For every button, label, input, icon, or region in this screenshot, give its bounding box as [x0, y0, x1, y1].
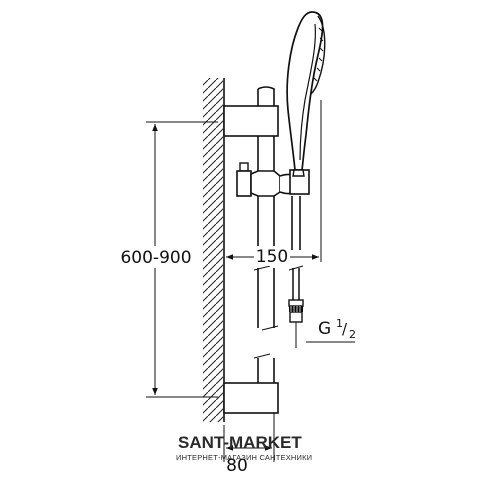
hand-shower-body — [286, 11, 324, 171]
shower-hose — [288, 196, 304, 300]
hand-shower-inner-line — [299, 23, 316, 161]
thread-letter: G — [318, 319, 331, 339]
thread-numerator: 1 — [336, 317, 343, 330]
thread-denominator: 2 — [349, 328, 356, 341]
upper-wall-bracket — [223, 105, 279, 137]
height-dimension-label: 600-900 — [120, 248, 191, 268]
projection-80-dimension: 80 — [223, 413, 275, 476]
projection-150-dimension: 150 — [223, 100, 322, 267]
wall — [203, 78, 225, 422]
lower-wall-bracket — [223, 382, 279, 414]
thread-slash: / — [342, 320, 348, 338]
watermark: SANT-MARKET ИНТЕРНЕТ-МАГАЗИН САНТЕХНИКИ — [176, 433, 312, 462]
projection-80-label: 80 — [226, 456, 248, 476]
thread-knurling — [289, 306, 303, 312]
hand-shower-face — [310, 15, 326, 95]
hand-shower — [286, 11, 326, 177]
shower-rail — [253, 86, 279, 383]
height-dimension: 600-900 — [120, 121, 218, 398]
wall-hatching — [203, 78, 223, 422]
spray-nozzles-icon — [313, 27, 324, 82]
projection-150-label: 150 — [256, 247, 288, 267]
hose-connector-nut — [288, 299, 304, 348]
hand-shower-handle-end — [292, 169, 305, 177]
watermark-subtitle: ИНТЕРНЕТ-МАГАЗИН САНТЕХНИКИ — [176, 453, 312, 462]
thread-label: G 1 / 2 — [318, 317, 356, 341]
watermark-title: SANT-MARKET — [178, 433, 302, 452]
